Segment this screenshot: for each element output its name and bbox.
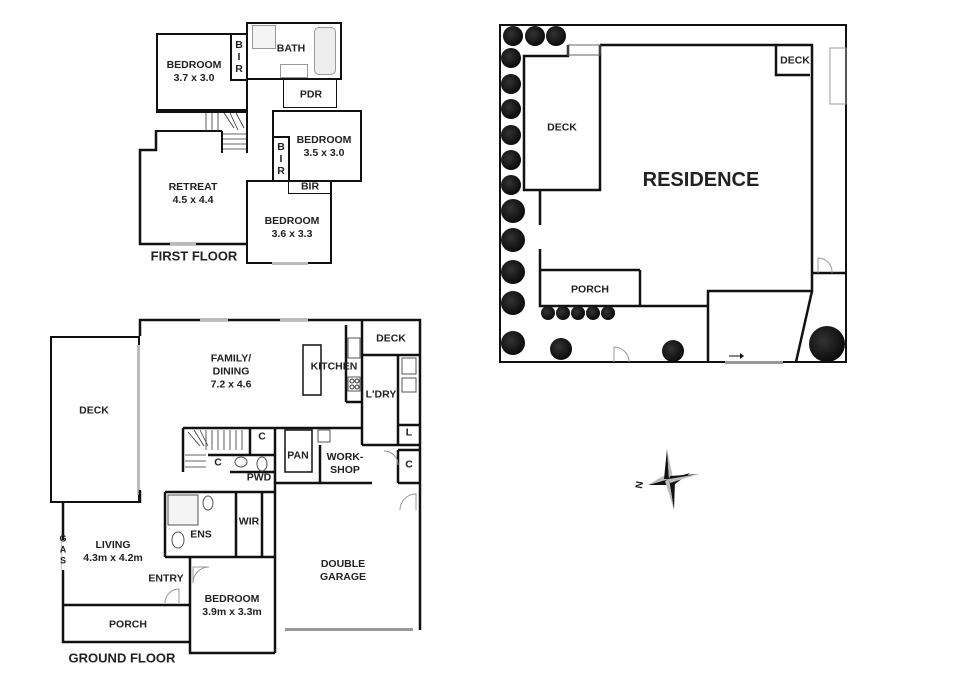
pdr [283,78,337,108]
ground-deck-2-label: DECK [376,332,406,345]
ground-deck-label: DECK [79,404,109,417]
first-floor-title: FIRST FLOOR [150,248,238,264]
bedroom-3-window [272,262,308,265]
tree-icon [586,306,600,320]
pdr-label: PDR [299,88,323,101]
gas-label: G A S [59,533,67,566]
tree-icon [501,125,521,145]
cupboard-1-label: C [258,430,266,443]
porch-label: PORCH [109,618,147,631]
vanity-basin [280,64,308,78]
bedroom-2-label: BEDROOM [296,134,352,146]
cupboard-3-label: C [405,458,413,471]
deck-doors [137,345,140,495]
retreat-label: RETREAT [168,181,218,193]
bedroom-1-size: 3.7 x 3.0 [173,72,215,84]
bathtub [314,27,336,75]
wir-label: WIR [238,515,260,528]
tree-icon [501,150,521,170]
tree-icon [501,331,525,355]
tree-icon [571,306,585,320]
site-deck-right-label: DECK [780,54,810,67]
living-label: LIVING [95,539,131,551]
tree-icon [525,26,545,46]
bedroom-2-size: 3.5 x 3.0 [303,147,345,159]
site-porch-label: PORCH [571,283,609,296]
tree-icon [501,228,525,252]
tree-icon [601,306,615,320]
bedroom-1-label: BEDROOM [166,59,222,71]
family-size: 7.2 x 4.6 [210,378,252,391]
tree-icon [662,340,684,362]
residence-label: RESIDENCE [642,169,760,191]
bath-label: BATH [276,42,306,55]
tree-icon [501,260,525,284]
ground-floor-title: GROUND FLOOR [68,650,176,666]
stair-wall-bottom [156,130,222,132]
retreat-size: 4.5 x 4.4 [172,194,214,206]
retreat-window [170,242,196,245]
tree-icon [550,338,572,360]
stair-wall-top [156,111,248,113]
bath [246,22,342,80]
site-boundary [499,24,847,363]
pwd-label: PWD [246,471,272,484]
workshop-label-1: WORK- [326,451,364,463]
bedroom-3-size: 3.6 x 3.3 [271,228,313,240]
bir-2-label: B I R [277,141,285,177]
tree-icon [501,74,521,94]
tree-icon [501,291,525,315]
ground-bedroom-label: BEDROOM [204,593,260,605]
bedroom-3-label: BEDROOM [264,215,320,227]
workshop-label-2: SHOP [330,464,360,476]
bir-3-label: BIR [300,180,320,193]
tree-icon [541,306,555,320]
tree-icon [501,99,521,119]
linen-label: L [405,426,413,439]
family-label: FAMILY/ [210,352,252,365]
living-size: 4.3m x 4.2m [83,552,143,564]
laundry-label: L'DRY [365,388,397,401]
garage-label-2: GARAGE [319,571,367,583]
tree-icon [501,175,521,195]
kitchen-label: KITCHEN [310,360,358,373]
ensuite-label: ENS [190,528,212,541]
pantry-label: PAN [287,449,309,462]
shower [252,25,276,49]
tree-icon [501,199,525,223]
tree-icon [546,26,566,46]
garage-label-1: DOUBLE [320,558,366,570]
tree-icon [503,26,523,46]
ground-bedroom-size: 3.9m x 3.3m [202,606,262,618]
tree-icon [556,306,570,320]
tree-icon [501,48,521,68]
entry-label: ENTRY [148,572,184,585]
dining-label: DINING [212,365,250,378]
cupboard-2-label: C [214,456,222,469]
bir-1-label: B I R [235,39,243,75]
site-deck-left-label: DECK [547,121,577,134]
tree-icon [809,326,845,362]
